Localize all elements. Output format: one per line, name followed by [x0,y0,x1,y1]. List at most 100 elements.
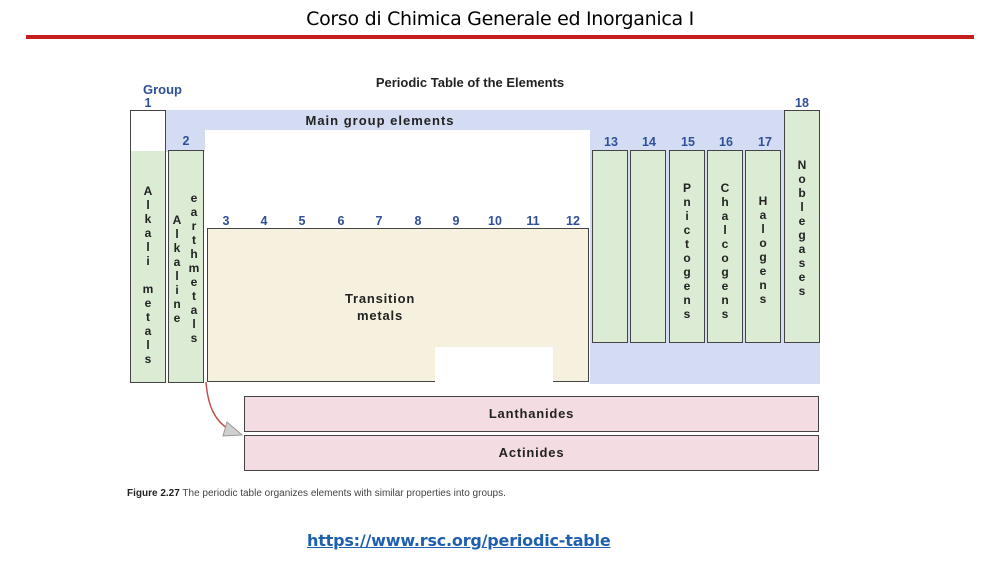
alkali-letter: t [146,310,150,324]
group-number-3: 3 [222,214,230,228]
chalcogens-letter: C [720,181,730,195]
alkaline_right-letter: r [191,219,197,233]
group-14-column [630,150,666,343]
chalcogens-letter: c [721,237,729,251]
noble-letter: s [798,256,806,270]
alkaline_right-letter: l [192,317,196,331]
chalcogens-letter: g [721,265,729,279]
alkaline_right-letter: t [192,289,196,303]
noble-letter: e [798,270,806,284]
halogens-letter: o [759,236,767,250]
group-number-10: 10 [488,214,502,228]
title-rule [26,35,974,39]
transition-gap [435,347,553,382]
chalcogens-letter: e [721,279,729,293]
pnictogens-letter: n [683,195,691,209]
transition-label-line-1: Transition [344,291,416,306]
alkaline_right-letter: e [190,275,198,289]
figure-title: Periodic Table of the Elements [375,75,565,90]
group-number-18: 18 [795,96,809,110]
alkaline_left-letter: e [173,311,181,325]
chalcogens-letter: l [723,223,727,237]
pnictogens-letter: i [685,209,689,223]
pnictogens-letter: P [682,181,691,195]
alkaline_left-letter: l [175,227,179,241]
alkaline_left-letter: l [175,269,179,283]
noble-letter: s [798,284,806,298]
alkali-letter: k [144,212,152,226]
alkaline_left-letter: i [175,283,179,297]
alkali-letter: e [144,296,152,310]
alkaline_right-letter: a [190,205,198,219]
alkaline_left-letter: a [173,255,181,269]
noble-letter: e [798,214,806,228]
alkaline_left-letter: k [173,241,181,255]
alkaline_left-letter: A [172,213,182,227]
transition-metals-label: Transition metals [330,290,430,324]
main-band-cutout [205,130,590,230]
main-group-label: Main group elements [305,113,455,128]
alkali-letter: a [144,324,152,338]
pnictogens-letter: n [683,293,691,307]
halogens-letter: s [759,292,767,306]
caption-figure-number: Figure 2.27 [127,488,180,499]
group-number-14: 14 [642,135,656,149]
group-number-15: 15 [681,135,695,149]
alkali-letter: l [146,198,150,212]
pnictogens-letter: e [683,279,691,293]
reference-link[interactable]: https://www.rsc.org/periodic-table [307,531,611,550]
group-word: Group [143,82,182,97]
chalcogens-letter: o [721,251,729,265]
alkali-letter: A [143,184,153,198]
pnictogens-letter: s [683,307,691,321]
group-number-5: 5 [298,214,306,228]
pnictogens-letter: c [683,223,691,237]
halogens-letter: a [759,208,767,222]
alkaline_right-letter: m [188,261,200,275]
chalcogens-letter: n [721,293,729,307]
group-number-6: 6 [337,214,345,228]
noble-letter: N [797,158,807,172]
alkali-letter: m [142,282,154,296]
halogens-letter: l [761,222,765,236]
chalcogens-letter: h [721,195,729,209]
alkaline_right-letter: t [192,233,196,247]
pnictogens-letter: o [683,251,691,265]
group-number-8: 8 [414,214,422,228]
noble-letter: b [798,186,806,200]
group-number-2: 2 [182,134,190,148]
alkaline_right-letter: s [190,331,198,345]
alkali-letter: l [146,240,150,254]
group-number-17: 17 [758,135,772,149]
group-number-7: 7 [375,214,383,228]
alkali-letter: s [144,352,152,366]
alkaline_right-letter: h [190,247,198,261]
figure-caption: Figure 2.27 The periodic table organizes… [127,488,506,499]
group-number-11: 11 [526,214,540,228]
alkali-letter: a [144,226,152,240]
caption-text: The periodic table organizes elements wi… [179,488,506,499]
alkali-letter: l [146,338,150,352]
group-number-16: 16 [719,135,733,149]
halogens-letter: g [759,250,767,264]
noble-letter: o [798,172,806,186]
main-group-band-right [590,110,820,384]
halogens-letter: H [758,194,768,208]
slide-title: Corso di Chimica Generale ed Inorganica … [306,8,694,30]
halogens-letter: e [759,264,767,278]
noble-letter: l [800,200,804,214]
arrow-icon [205,381,244,437]
group-number-9: 9 [452,214,460,228]
